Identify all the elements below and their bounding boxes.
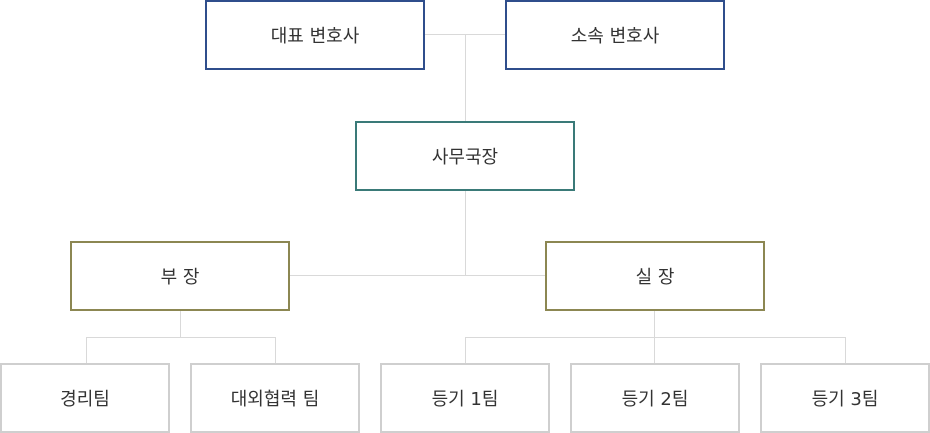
- section-chief-box: 실 장: [545, 241, 765, 311]
- connector-chief-teams-horizontal: [465, 337, 846, 338]
- office-manager-label: 사무국장: [431, 147, 499, 168]
- connector-team-external: [275, 337, 276, 364]
- representative-lawyer-box: 대표 변호사: [205, 0, 425, 70]
- connector-deputy-teams-horizontal: [86, 337, 276, 338]
- team-label: 경리팀: [60, 389, 110, 410]
- connector-office-manager-to-managers: [465, 190, 466, 275]
- team-box-registry-1: 등기 1팀: [380, 363, 550, 433]
- team-box-external-relations: 대외협력 팀: [190, 363, 360, 433]
- connector-team-registry-3: [845, 337, 846, 364]
- connector-team-registry-1: [465, 337, 466, 364]
- team-box-registry-3: 등기 3팀: [760, 363, 930, 433]
- section-chief-label: 실 장: [635, 267, 675, 288]
- associate-lawyer-label: 소속 변호사: [570, 26, 660, 47]
- deputy-manager-box: 부 장: [70, 241, 290, 311]
- team-label: 대외협력 팀: [230, 389, 320, 410]
- connector-deputy-down: [180, 311, 181, 337]
- office-manager-box: 사무국장: [355, 121, 575, 191]
- team-box-accounting: 경리팀: [0, 363, 170, 433]
- connector-team-registry-2: [654, 337, 655, 364]
- associate-lawyer-box: 소속 변호사: [505, 0, 725, 70]
- team-box-registry-2: 등기 2팀: [570, 363, 740, 433]
- team-label: 등기 3팀: [811, 389, 879, 410]
- connector-chief-down: [654, 311, 655, 337]
- deputy-manager-label: 부 장: [160, 267, 200, 288]
- representative-lawyer-label: 대표 변호사: [270, 26, 360, 47]
- connector-team-accounting: [86, 337, 87, 364]
- connector-top-to-office-manager: [465, 34, 466, 122]
- team-label: 등기 1팀: [431, 389, 499, 410]
- connector-managers-horizontal: [290, 275, 546, 276]
- connector-top-horizontal: [425, 34, 507, 35]
- team-label: 등기 2팀: [621, 389, 689, 410]
